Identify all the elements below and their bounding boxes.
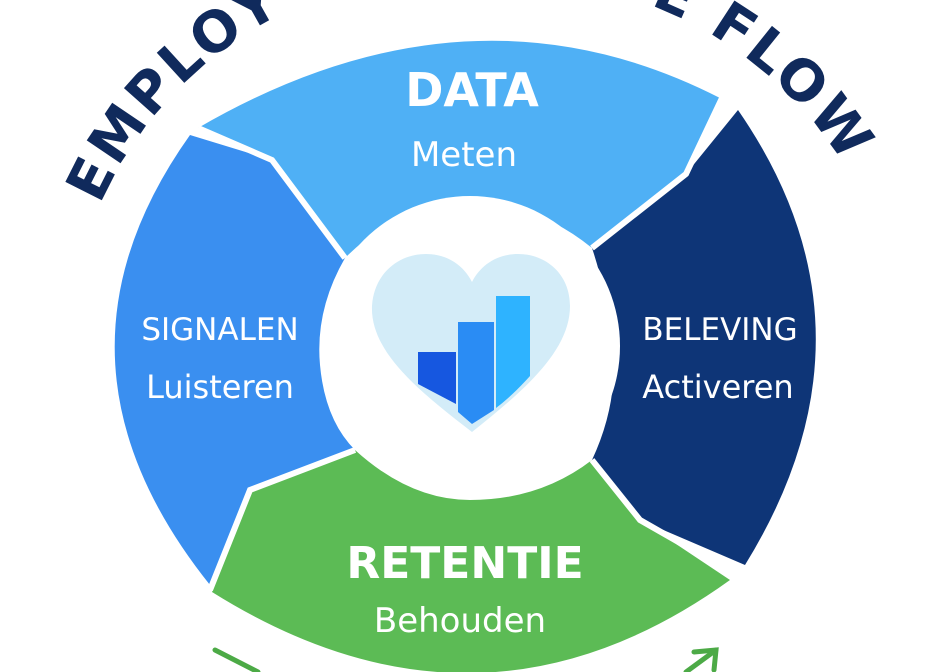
- segment-data: [198, 40, 720, 258]
- segment-data-title: DATA: [405, 63, 539, 117]
- segment-retentie: [212, 450, 730, 672]
- flow-arrow-left: [212, 647, 261, 672]
- arrow-head-icon: [691, 647, 719, 672]
- segment-signalen-title: SIGNALEN: [141, 312, 298, 348]
- heart-bar-chart-icon: [371, 254, 570, 432]
- segment-beleving: [592, 110, 816, 565]
- segment-data-subtitle: Meten: [411, 135, 517, 175]
- segment-retentie-subtitle: Behouden: [374, 601, 546, 641]
- segment-dividers: [196, 96, 740, 592]
- segment-beleving-title: BELEVING: [642, 312, 797, 348]
- flow-arrows: [212, 647, 719, 672]
- segment-retentie-title: RETENTIE: [346, 538, 583, 589]
- segment-signalen-subtitle: Luisteren: [146, 368, 294, 406]
- segment-beleving-subtitle: Activeren: [642, 368, 793, 406]
- flow-arrow-right: [683, 647, 719, 672]
